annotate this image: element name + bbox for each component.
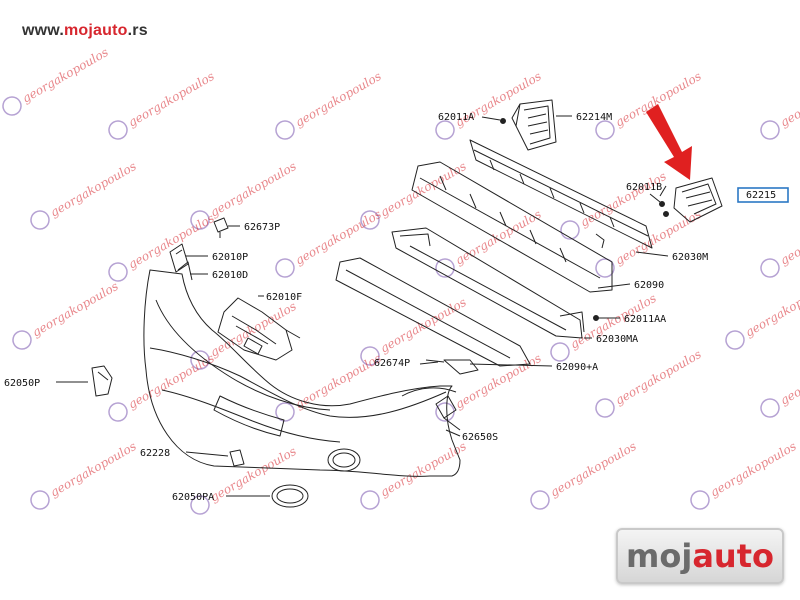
watermark-logo: georgakopoulos — [725, 279, 800, 350]
leader-lines — [56, 115, 669, 497]
label-62050pa: 62050PA — [172, 492, 214, 503]
watermark-logo: georgakopoulos — [275, 351, 384, 422]
watermark-text: georgakopoulos — [48, 439, 139, 500]
watermark-logo: georgakopoulos — [275, 69, 384, 140]
label-62050p: 62050P — [4, 378, 40, 389]
label-62010p: 62010P — [212, 252, 248, 263]
site-url[interactable]: www.mojauto.rs — [22, 22, 148, 40]
clip-62673p — [213, 217, 229, 238]
label-62228: 62228 — [140, 448, 170, 459]
bolt-62011a — [481, 116, 506, 124]
watermark-logo: georgakopoulos — [760, 207, 800, 278]
watermark-text: georgakopoulos — [48, 159, 139, 220]
watermark-text: georgakopoulos — [778, 207, 800, 268]
watermark-text: georgakopoulos — [453, 207, 544, 268]
watermark-logo: georgakopoulos — [550, 291, 659, 362]
site-url-prefix: www. — [22, 22, 64, 39]
watermark-logo: georgakopoulos — [2, 45, 111, 116]
beam-62030ma — [391, 227, 585, 339]
watermark-text: georgakopoulos — [208, 444, 299, 505]
watermark-logo: georgakopoulos — [360, 439, 469, 510]
watermark-text: georgakopoulos — [613, 347, 704, 408]
label-62011b: 62011B — [626, 182, 662, 193]
fog-lamp-opening — [327, 448, 361, 472]
label-62090: 62090 — [634, 280, 664, 291]
watermark-logo: georgakopoulos — [108, 211, 217, 282]
watermark-logo: georgakopoulos — [435, 69, 544, 140]
watermark-logo: georgakopoulos — [595, 347, 704, 418]
bolt-62011b — [649, 193, 669, 217]
watermark-logo: georgakopoulos — [760, 69, 800, 140]
tow-cover-62228 — [229, 449, 245, 467]
watermark-text: georgakopoulos — [126, 211, 217, 272]
beam-62030m — [469, 139, 653, 249]
trim-62674p — [425, 359, 479, 375]
watermark-logo: georgakopoulos — [530, 439, 639, 510]
label-62673p: 62673P — [244, 222, 280, 233]
watermark-logo: georgakopoulos — [275, 207, 384, 278]
label-62030m: 62030M — [672, 252, 708, 263]
watermark-text: georgakopoulos — [293, 207, 384, 268]
pointer-arrow — [646, 104, 692, 180]
watermark-text: georgakopoulos — [30, 279, 121, 340]
label-62214m: 62214M — [576, 112, 612, 123]
logo-part-b: auto — [692, 537, 774, 575]
watermark-logo: georgakopoulos — [595, 69, 704, 140]
watermark-text: georgakopoulos — [743, 279, 800, 340]
label-62674p: 62674P — [374, 358, 410, 369]
watermark-logo: georgakopoulos — [30, 439, 139, 510]
watermark-text: georgakopoulos — [708, 439, 799, 500]
watermark-logo: georgakopoulos — [12, 279, 121, 350]
watermark-text: georgakopoulos — [293, 69, 384, 130]
highlight-box — [737, 187, 789, 203]
bracket-62010p — [169, 243, 189, 273]
label-62030ma: 62030MA — [596, 334, 638, 345]
label-62090a: 62090+A — [556, 362, 598, 373]
bracket-62214m — [511, 99, 557, 151]
bracket-62215 — [673, 177, 723, 223]
watermark-logo: georgakopoulos — [108, 69, 217, 140]
watermark-text: georgakopoulos — [378, 159, 469, 220]
watermark-text: georgakopoulos — [20, 45, 111, 106]
watermark-text: georgakopoulos — [548, 439, 639, 500]
side-piece-62050p — [91, 365, 113, 397]
bolt-62011aa — [593, 315, 620, 321]
watermark-logo: georgakopoulos — [690, 439, 799, 510]
label-62650s: 62650S — [462, 432, 498, 443]
label-62215: 62215 — [746, 190, 776, 201]
bracket-62650s — [435, 395, 461, 431]
label-62010f: 62010F — [266, 292, 302, 303]
logo-part-a: moj — [626, 537, 693, 575]
site-url-brand: mojauto — [64, 22, 128, 39]
watermark-text: georgakopoulos — [126, 69, 217, 130]
label-62011a: 62011A — [438, 112, 474, 123]
site-url-suffix: .rs — [127, 22, 148, 39]
label-62010d: 62010D — [212, 270, 248, 281]
watermark-logo: georgakopoulos — [30, 159, 139, 230]
watermark-text: georgakopoulos — [778, 347, 800, 408]
label-62011aa: 62011AA — [624, 314, 666, 325]
bracket-62010f — [217, 297, 301, 361]
watermark-text: georgakopoulos — [778, 69, 800, 130]
absorber-62090a — [335, 257, 531, 367]
watermark-logo: georgakopoulos — [760, 347, 800, 418]
fog-ring-62050pa — [271, 484, 309, 508]
watermark-text: georgakopoulos — [208, 159, 299, 220]
bumper-cover — [143, 261, 461, 477]
watermark-logo: georgakopoulos — [560, 169, 669, 240]
absorber-62090 — [411, 161, 613, 293]
